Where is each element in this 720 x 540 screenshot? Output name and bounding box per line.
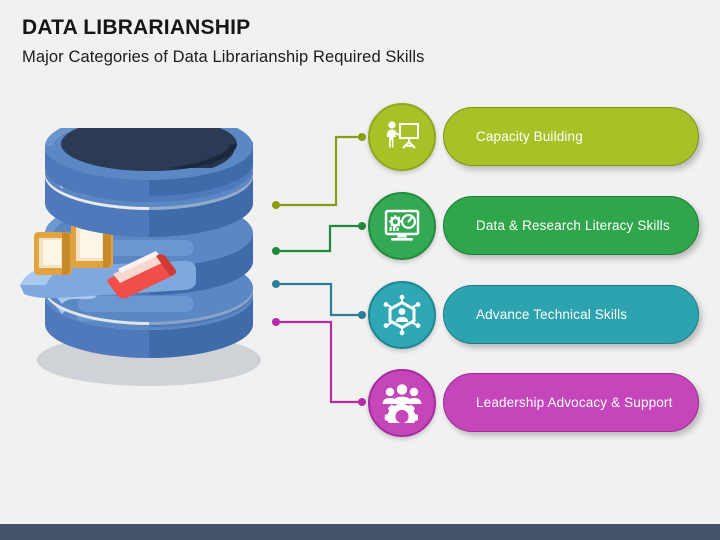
category-label: Leadership Advocacy & Support xyxy=(476,395,673,410)
category-label: Capacity Building xyxy=(476,129,583,144)
icon-network-hexagon[interactable] xyxy=(368,281,436,349)
category-row-advance-technical: Advance Technical Skills xyxy=(0,281,720,351)
category-bar-data-research-literacy[interactable]: Data & Research Literacy Skills xyxy=(443,196,699,255)
category-bar-capacity-building[interactable]: Capacity Building xyxy=(443,107,699,166)
database-stack-illustration xyxy=(18,128,288,393)
icon-monitor-analytics[interactable] xyxy=(368,192,436,260)
footer-accent-bar xyxy=(0,524,720,540)
category-row-data-research-literacy: Data & Research Literacy Skills xyxy=(0,192,720,262)
page-title: DATA LIBRARIANSHIP xyxy=(22,16,251,39)
category-row-leadership-advocacy: Leadership Advocacy & Support xyxy=(0,369,720,439)
category-row-capacity-building: Capacity Building xyxy=(0,103,720,173)
icon-team-gear[interactable] xyxy=(368,369,436,437)
icon-presenter-whiteboard[interactable] xyxy=(368,103,436,171)
page-subtitle: Major Categories of Data Librarianship R… xyxy=(22,48,425,66)
category-bar-leadership-advocacy[interactable]: Leadership Advocacy & Support xyxy=(443,373,699,432)
category-label: Data & Research Literacy Skills xyxy=(476,218,670,233)
category-label: Advance Technical Skills xyxy=(476,307,628,322)
category-bar-advance-technical[interactable]: Advance Technical Skills xyxy=(443,285,699,344)
